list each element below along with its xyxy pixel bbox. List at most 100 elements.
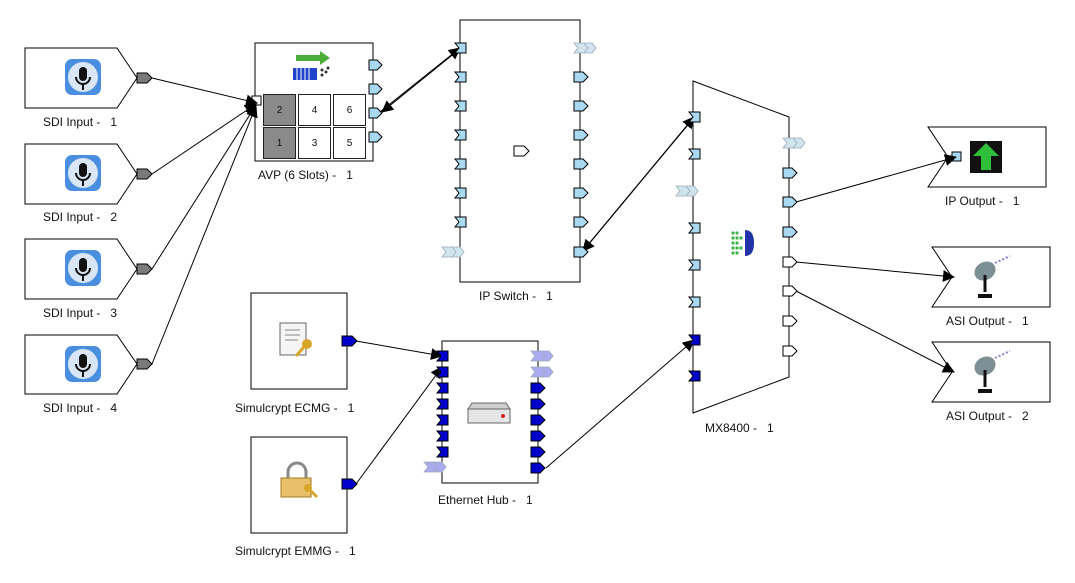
padlock-key-icon [280,461,319,499]
hub-input-port[interactable] [435,430,449,442]
ip-switch-output-port[interactable] [573,216,589,228]
hub-input-port[interactable] [435,414,449,426]
hub-spare-port[interactable] [530,366,554,378]
connection-line [795,261,955,282]
avp-port[interactable] [368,83,383,95]
ip-switch-output-port[interactable] [573,158,589,170]
ecmg-port[interactable] [341,335,358,347]
node-label: Simulcrypt ECMG - 1 [235,401,355,415]
mx8400-input-port[interactable] [687,334,701,346]
hub-output-port[interactable] [530,414,546,426]
avp-slot[interactable]: 3 [298,127,331,159]
node-label: Ethernet Hub - 1 [438,493,533,507]
avp-slot[interactable]: 1 [263,127,296,159]
ip-output-port[interactable] [951,151,962,162]
hub-output-port[interactable] [530,398,546,410]
ip-switch-input-port[interactable] [453,158,467,170]
mx8400-output-port[interactable] [782,167,798,179]
video-processor-icon [293,51,330,80]
node-label: SDI Input - 3 [43,306,118,320]
node-label: IP Switch - 1 [479,289,553,303]
ip-switch-output-port[interactable] [573,187,589,199]
connection-line [151,103,257,175]
hub-output-port[interactable] [530,462,546,474]
node-label: SDI Input - 1 [43,115,118,129]
connection-line [582,119,693,252]
hub-output-port[interactable] [530,446,546,458]
satellite-dish-icon [974,255,1011,298]
mx8400-spare-port[interactable] [675,185,699,197]
emmg-port[interactable] [341,478,358,490]
mx8400-input-port[interactable] [687,148,701,160]
sdi-port[interactable] [136,263,153,275]
microphone-icon [65,59,101,95]
ip-switch-spare-port[interactable] [573,42,597,54]
avp-slot[interactable]: 5 [333,127,366,159]
sdi-port[interactable] [136,72,153,84]
ip-switch-output-port[interactable] [573,71,589,83]
mx8400-asi-port[interactable] [782,256,798,268]
key-document-icon [279,322,312,357]
microphone-icon [65,155,101,191]
connection-line [355,340,443,361]
avp-port[interactable] [368,59,383,71]
connection-line [151,77,258,107]
ip-switch-output-port[interactable] [573,246,589,258]
connection-line [151,105,258,365]
mx8400-input-port[interactable] [687,111,701,123]
hub-spare-port[interactable] [530,350,554,362]
hub-input-port[interactable] [435,398,449,410]
mx8400-input-port[interactable] [687,259,701,271]
hub-input-port[interactable] [435,446,449,458]
sdi-port[interactable] [136,358,153,370]
hub-input-port[interactable] [435,382,449,394]
mx8400-asi-port[interactable] [782,315,798,327]
hub-input-port[interactable] [435,350,449,362]
hub-output-port[interactable] [530,382,546,394]
connections [151,47,957,485]
sdi-port[interactable] [136,168,153,180]
node-label: MX8400 - 1 [705,421,774,435]
node-label: ASI Output - 1 [946,314,1029,328]
avp-slot[interactable]: 6 [333,94,366,126]
mx8400-input-port[interactable] [687,370,701,382]
connection-line [151,104,257,270]
hub-spare-port[interactable] [423,461,447,473]
node-label: SDI Input - 4 [43,401,118,415]
ip-switch-input-port[interactable] [453,216,467,228]
ip-switch-input-port[interactable] [453,100,467,112]
ip-switch-output-port[interactable] [573,129,589,141]
generated-ports [423,42,806,474]
avp-port[interactable] [368,107,383,119]
mx8400-output-port[interactable] [782,226,798,238]
connection-line [795,154,957,203]
node-label: Simulcrypt EMMG - 1 [235,544,356,558]
mx8400-output-port[interactable] [782,196,798,208]
upload-arrow-icon [970,141,1002,173]
avp-slot[interactable]: 2 [263,94,296,126]
mx8400-asi-port[interactable] [782,345,798,357]
microphone-icon [65,346,101,382]
node-label: AVP (6 Slots) - 1 [258,168,353,182]
avp-slot[interactable]: 4 [298,94,331,126]
mx8400-spare-port[interactable] [782,137,806,149]
ip-switch-input-port[interactable] [453,187,467,199]
hub-output-port[interactable] [530,430,546,442]
mx8400-input-port[interactable] [687,222,701,234]
ip-switch-spare-port[interactable] [441,246,465,258]
ip-switch-input-port[interactable] [453,71,467,83]
connection-line [379,47,461,113]
connection-line [381,51,457,113]
ip-switch-input-port[interactable] [453,129,467,141]
satellite-dish-icon [974,350,1011,393]
connection-line [545,339,695,469]
mx8400-input-port[interactable] [687,296,701,308]
connection-line [795,290,955,373]
mx8400-asi-port[interactable] [782,285,798,297]
ip-switch-output-port[interactable] [573,100,589,112]
ip-switch-input-port[interactable] [453,42,467,54]
node-label: IP Output - 1 [945,194,1020,208]
avp-port[interactable] [368,131,383,143]
hub-input-port[interactable] [435,366,449,378]
